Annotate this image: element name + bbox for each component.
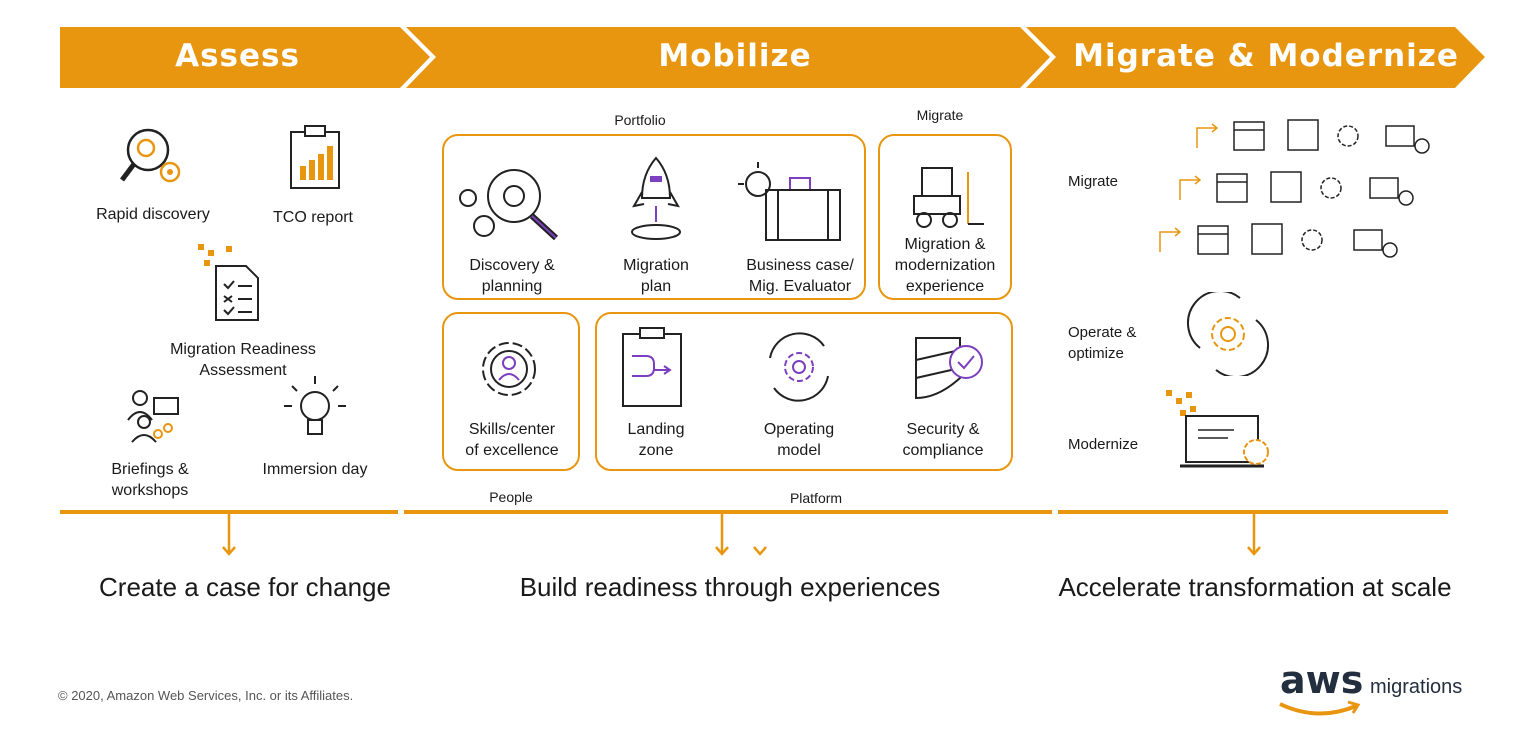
label-mig-exp-line3: experience [905, 278, 985, 295]
label-mig-exp-line2: modernization [894, 257, 996, 274]
forklift-icon [913, 167, 984, 228]
label-migrate: Migrate [1068, 173, 1119, 190]
platform-box [595, 312, 1013, 471]
label-landing-line2: zone [638, 442, 674, 459]
label-landing-line1: Landing [627, 421, 685, 438]
mobilize-chevron [406, 27, 1050, 88]
people-icon [127, 390, 179, 443]
copyright-text: © 2020, Amazon Web Services, Inc. or its… [58, 688, 354, 703]
label-portfolio: Portfolio [614, 112, 666, 128]
label-migration-plan-line2: plan [640, 278, 672, 295]
report-icon [290, 125, 340, 189]
gear-person-icon [482, 342, 536, 396]
checklist-icon [198, 244, 259, 321]
label-security-line2: compliance [902, 442, 984, 459]
label-modernize: Modernize [1068, 436, 1139, 453]
label-rapid-discovery: Rapid discovery [96, 206, 210, 223]
rocket-icon [631, 156, 681, 240]
label-business-case-line1: Business case/ [746, 257, 854, 274]
label-discovery-line2: planning [481, 278, 543, 295]
aws-logo-text: aws [1280, 658, 1364, 702]
label-platform: Platform [789, 490, 843, 506]
assess-baseline [60, 510, 398, 514]
portfolio-box [442, 134, 866, 300]
label-immersion-day: Immersion day [262, 461, 368, 478]
people-box [442, 312, 580, 471]
label-briefings: Briefings & workshops [90, 459, 210, 501]
label-mig-experience: Migration & modernization experience [878, 234, 1012, 297]
aws-smile-icon [1279, 700, 1361, 716]
label-mra-line1: Migration Readiness [170, 341, 316, 358]
label-briefings-line1: Briefings & [111, 461, 189, 478]
phase-title-mobilize: Mobilize [658, 38, 812, 74]
label-operating-line1: Operating [763, 421, 835, 438]
label-operate-line1: Operate & [1068, 324, 1137, 341]
migrate-arrow-icon [1247, 514, 1261, 556]
outcome-assess: Create a case for change [99, 572, 391, 602]
migrations-wordmark: migrations [1370, 676, 1463, 698]
migrate-box [878, 134, 1012, 300]
phase-banner [60, 27, 1485, 88]
phase-title-migrate: Migrate & Modernize [1073, 38, 1459, 74]
discovery-magnifier-icon [459, 169, 559, 241]
laptop-gear-icon [1166, 390, 1269, 468]
label-operate: Operate & optimize [1068, 322, 1168, 364]
phase-title-assess: Assess [175, 38, 300, 74]
magnifier-gears-icon [120, 128, 181, 183]
clipboard-flow-icon [622, 327, 682, 407]
label-operating-model: Operating model [749, 419, 849, 461]
label-security-line1: Security & [906, 421, 980, 438]
label-business-case: Business case/ Mig. Evaluator [730, 255, 870, 297]
mobilize-baseline [404, 510, 1052, 514]
briefcase-icon [738, 162, 841, 241]
migrate-baseline [1058, 510, 1448, 514]
label-operate-line2: optimize [1068, 345, 1124, 362]
label-tco-report: TCO report [272, 209, 353, 226]
migrate-chevron [1026, 27, 1485, 88]
label-operating-line2: model [777, 442, 821, 459]
label-mig-exp-line1: Migration & [904, 236, 986, 253]
label-migration-plan-line1: Migration [623, 257, 689, 274]
label-people: People [489, 489, 533, 505]
assess-arrow-icon [222, 514, 236, 556]
label-skills-line1: Skills/center [468, 421, 556, 438]
label-business-case-line2: Mig. Evaluator [748, 278, 852, 295]
label-mra-line2: Assessment [199, 362, 287, 379]
label-discovery: Discovery & planning [452, 255, 572, 297]
outcome-mobilize: Build readiness through experiences [519, 572, 941, 602]
operate-cycle-icon [1187, 292, 1269, 376]
lightbulb-icon [284, 376, 346, 435]
label-skills: Skills/center of excellence [446, 419, 578, 461]
shield-check-icon [915, 337, 983, 400]
gear-cycle-icon [769, 332, 829, 402]
outcome-migrate: Accelerate transformation at scale [1058, 572, 1452, 602]
label-briefings-line2: workshops [111, 482, 189, 499]
mobilize-chevron-down-icon [753, 546, 767, 556]
label-migration-plan: Migration plan [606, 255, 706, 297]
assess-chevron [60, 27, 430, 88]
label-landing-zone: Landing zone [606, 419, 706, 461]
mobilize-arrow-icon [715, 514, 729, 556]
migration-waves-icon [1159, 119, 1430, 258]
label-security: Security & compliance [882, 419, 1004, 461]
label-skills-line2: of excellence [465, 442, 559, 459]
label-mra: Migration Readiness Assessment [143, 339, 343, 381]
label-discovery-line1: Discovery & [469, 257, 555, 274]
label-migrate-group: Migrate [916, 107, 964, 123]
